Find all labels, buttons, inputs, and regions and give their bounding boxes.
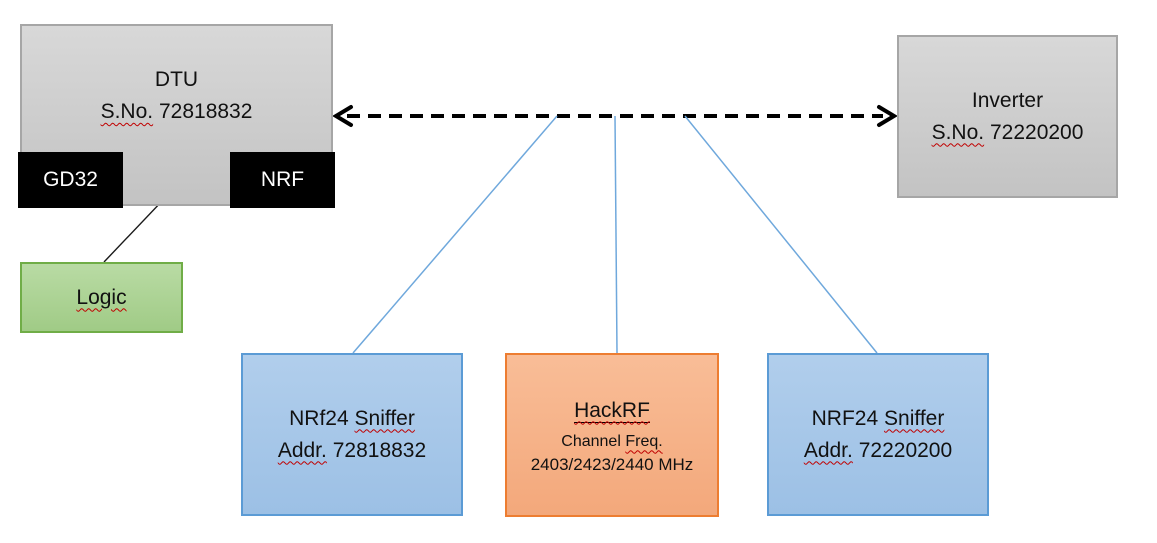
hackrf-channel-word: Channel [561, 432, 621, 450]
sniffer-right-name: NRF24 [811, 406, 879, 430]
dtu-title: DTU [154, 68, 199, 91]
nrf-label: NRF [260, 168, 305, 191]
hackrf-connector [614, 115, 618, 354]
dtu-serial: S.No.72818832 [101, 96, 253, 128]
inverter-serial-label: S.No. [931, 120, 985, 144]
inverter-node: Inverter S.No.72220200 [897, 35, 1118, 198]
gd32-chip: GD32 [18, 152, 123, 208]
sniffer-left-addr-value: 72818832 [332, 438, 427, 462]
sniffer-right-connector [684, 115, 878, 354]
sniffer-left-name: NRf24 [289, 406, 349, 430]
sniffer-right-address: Addr.72220200 [804, 435, 952, 467]
sniffer-left-connector [352, 115, 558, 354]
sniffer-right-addr-value: 72220200 [858, 438, 953, 462]
inverter-serial: S.No.72220200 [932, 117, 1084, 149]
nrf-chip: NRF [230, 152, 335, 208]
dtu-serial-value: 72818832 [158, 100, 253, 123]
dtu-serial-label: S.No. [100, 100, 154, 123]
sniffer-right-addr-label: Addr. [803, 438, 853, 462]
hackrf-freq-word: Freq. [625, 432, 663, 450]
inverter-title: Inverter [971, 88, 1044, 112]
hackrf-title: HackRF [574, 398, 650, 423]
sniffer-left-addr-label: Addr. [277, 438, 327, 462]
gd32-label: GD32 [43, 168, 98, 191]
sniffer-left-address: Addr.72818832 [278, 435, 426, 467]
hackrf-frequencies: 2403/2423/2440 MHz [530, 454, 694, 474]
sniffer-right-type: Sniffer [884, 406, 945, 430]
inverter-serial-value: 72220200 [989, 120, 1084, 144]
logic-node: Logic [20, 262, 183, 333]
sniffer-left-type: Sniffer [354, 406, 415, 430]
wireless-link-arrow [332, 105, 898, 127]
logic-label: Logic [76, 285, 127, 309]
